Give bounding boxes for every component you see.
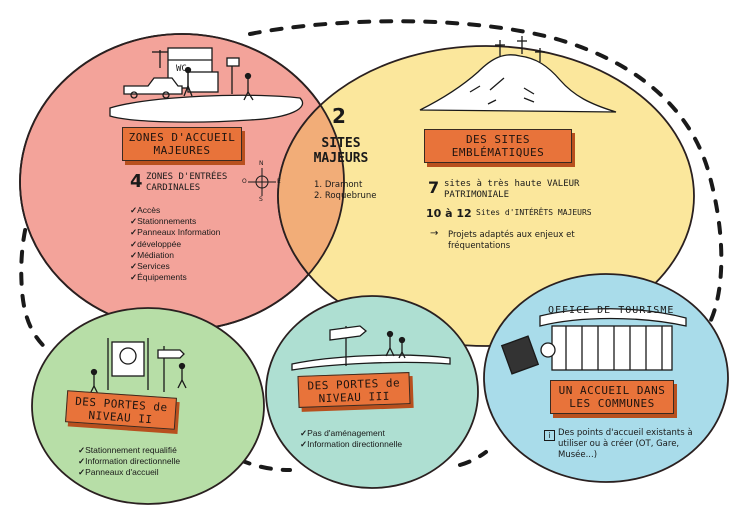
sites-emblematiques-title: DES SITES EMBLÉMATIQUES	[424, 129, 572, 163]
list-item: Panneaux Information	[130, 227, 220, 238]
accueil-communes-title: UN ACCUEIL DANS LES COMMUNES	[550, 380, 674, 414]
site-name: Roquebrune	[324, 191, 377, 201]
zones-accueil-list: Accès Stationnements Panneaux Informatio…	[130, 205, 220, 283]
sites-majeurs-overlap	[277, 45, 344, 330]
zones-accueil-title: ZONES D'ACCUEIL MAJEURES	[122, 127, 242, 161]
sites-valeur-count: 7	[428, 178, 440, 197]
site-number: 1.	[314, 180, 323, 190]
list-item: Information directionnelle	[300, 439, 402, 450]
sites-valeur-text: sites à très haute VALEUR PATRIMONIALE	[444, 179, 580, 200]
porte-niveau-3-illustration	[291, 325, 451, 371]
site-name: Dramont	[324, 180, 363, 190]
sites-interets-count: 10 à 12	[426, 207, 472, 220]
sites-majeurs-title: SITES MAJEURS	[313, 136, 369, 166]
tourist-office-illustration	[500, 308, 687, 375]
portes-niveau-3-list: Pas d'aménagement Information directionn…	[300, 428, 402, 450]
outer-dashed-boundary-bottom	[238, 450, 488, 472]
list-item: Équipements	[130, 272, 220, 283]
projets-note: Projets adaptés aux enjeux et fréquentat…	[448, 230, 575, 251]
list-item: Panneaux d'accueil	[78, 467, 180, 478]
list-item: Pas d'aménagement	[300, 428, 402, 439]
arrow-icon: →	[430, 228, 439, 239]
list-item: Stationnement requalifié	[78, 445, 180, 456]
sites-interets-text: Sites d'INTÉRÊTS MAJEURS	[476, 208, 592, 217]
site-dramont: 1. Dramont	[314, 180, 362, 190]
compass-e: E	[277, 178, 281, 185]
sites-majeurs-count: 2	[332, 104, 346, 128]
accueil-communes-note: Des points d'accueil existants à utilise…	[558, 428, 693, 460]
site-roquebrune: 2. Roquebrune	[314, 191, 376, 201]
zones-entrees-subtitle: ZONES D'ENTRÉES CARDINALES	[146, 172, 228, 193]
wc-sign: WC	[176, 64, 187, 74]
compass-o: O	[242, 178, 247, 185]
portes-niveau-3-title: DES PORTES de NIVEAU III	[297, 372, 411, 408]
tourist-office-sign: OFFICE DE TOURISME	[548, 305, 674, 316]
list-item: Services	[130, 261, 220, 272]
compass-icon	[248, 168, 276, 196]
list-item: Stationnements	[130, 216, 220, 227]
info-point-icon: i	[544, 430, 555, 441]
compass-n: N	[259, 160, 264, 167]
compass-s: S	[259, 196, 263, 203]
list-item: Médiation	[130, 250, 220, 261]
outer-dashed-boundary	[248, 19, 724, 332]
site-number: 2.	[314, 191, 323, 201]
list-item: développée	[130, 239, 220, 250]
outer-dashed-boundary-left	[19, 148, 62, 352]
zones-entrees-count: 4	[130, 171, 143, 192]
porte-niveau-2-illustration	[89, 338, 187, 395]
list-item: Accès	[130, 205, 220, 216]
parking-illustration	[109, 47, 303, 123]
list-item: Information directionnelle	[78, 456, 180, 467]
portes-niveau-2-list: Stationnement requalifié Information dir…	[78, 445, 180, 479]
mountain-illustration	[419, 36, 617, 113]
